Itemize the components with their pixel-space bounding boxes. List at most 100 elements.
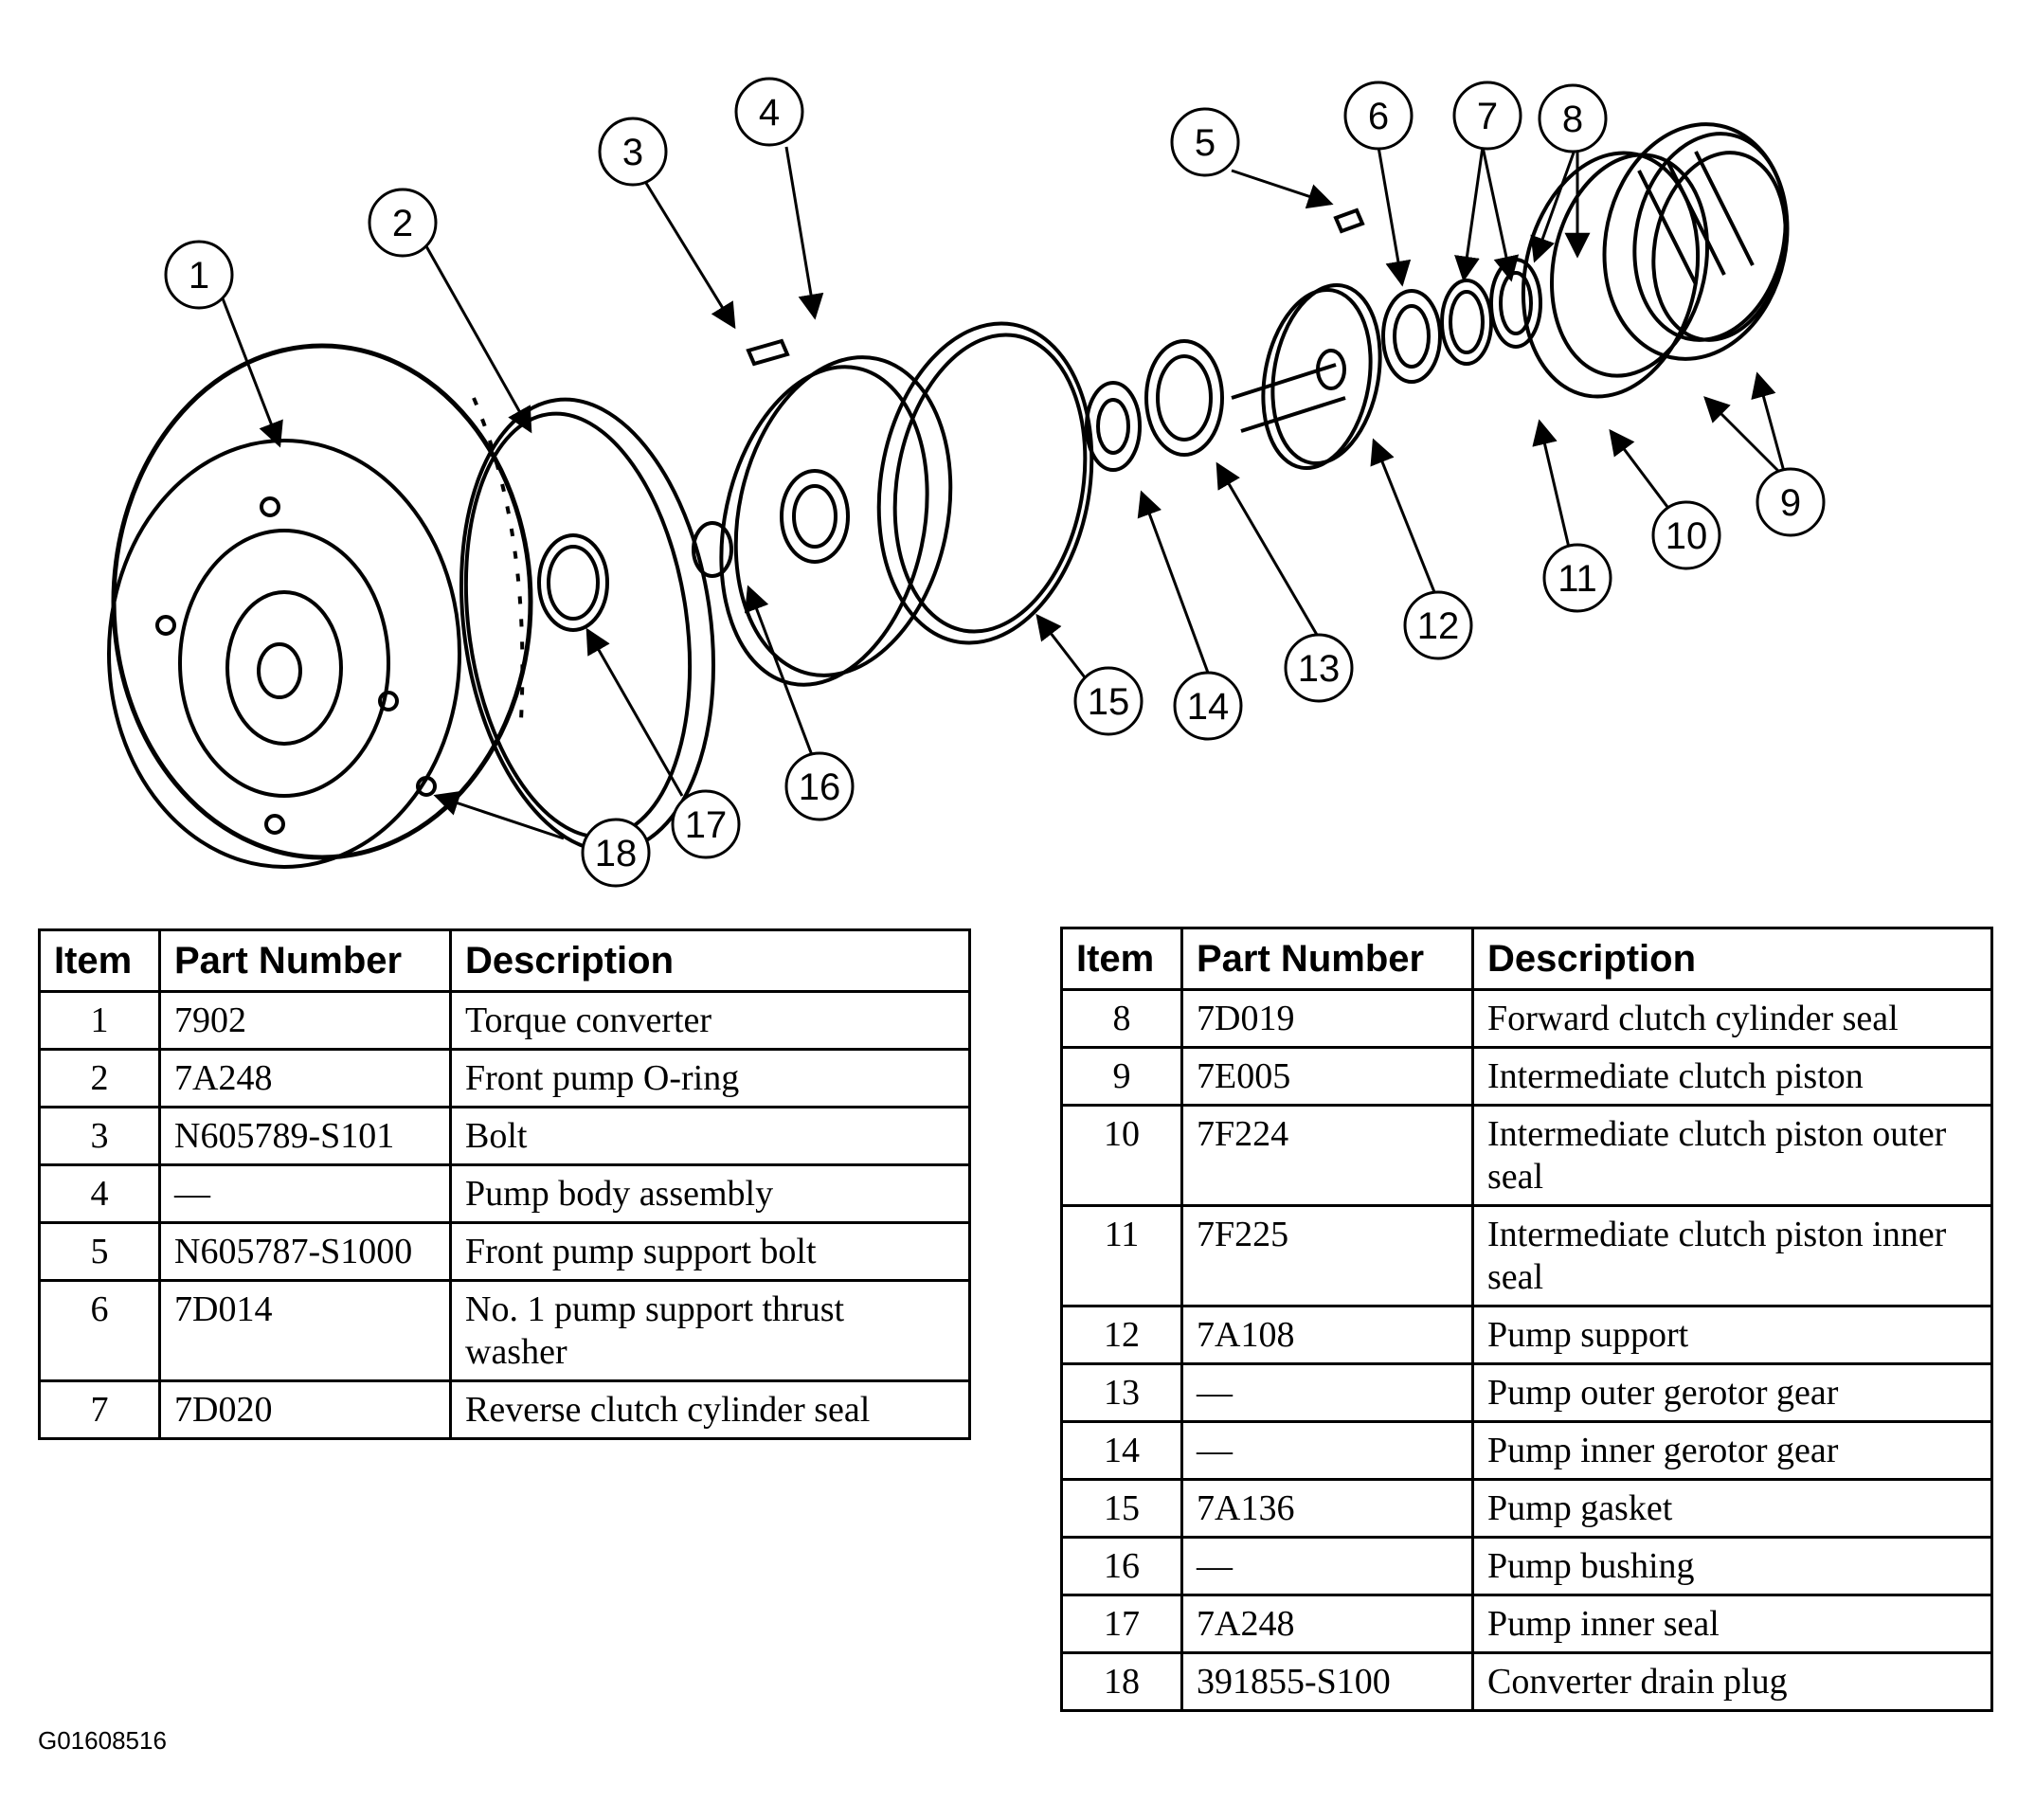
item-cell: 11: [1060, 1204, 1183, 1307]
item-cell: 3: [38, 1106, 161, 1166]
pump-gasket-drawing: [876, 321, 1094, 645]
part-number-cell: 7902: [158, 990, 452, 1051]
table-row: 16—Pump bushing: [1060, 1536, 1993, 1596]
callout-circle-13: [1284, 633, 1354, 703]
header-item: Item: [1060, 927, 1183, 991]
part-number-cell: 7D014: [158, 1279, 452, 1382]
table-header-row: Item Part Number Description: [1060, 927, 1993, 991]
callout-label-5: 5: [1195, 122, 1216, 164]
bolt-drawing: [746, 338, 790, 367]
callout-label-7: 7: [1477, 96, 1498, 137]
callout-circle-15: [1073, 666, 1144, 736]
header-item: Item: [38, 928, 161, 993]
table-row: 14—Pump inner gerotor gear: [1060, 1420, 1993, 1481]
item-cell: 12: [1060, 1305, 1183, 1365]
part-number-cell: —: [1180, 1420, 1474, 1481]
torque-converter-drawing: [107, 343, 533, 869]
description-cell: Pump bushing: [1471, 1536, 1993, 1596]
support-bolt-drawing: [1333, 207, 1365, 234]
item-cell: 14: [1060, 1420, 1183, 1481]
callout-circle-5: [1170, 107, 1240, 177]
callout-label-10: 10: [1666, 515, 1708, 557]
description-cell: Intermediate clutch piston inner seal: [1471, 1204, 1993, 1307]
part-number-cell: 7D019: [1180, 988, 1474, 1049]
item-cell: 1: [38, 990, 161, 1051]
pump-support-drawing: [1231, 282, 1382, 471]
callout-label-13: 13: [1298, 648, 1341, 690]
table-row: 13—Pump outer gerotor gear: [1060, 1362, 1993, 1423]
callout-label-3: 3: [622, 132, 643, 173]
callout-circle-11: [1542, 543, 1612, 613]
description-cell: Bolt: [449, 1106, 971, 1166]
header-description: Description: [1471, 927, 1993, 991]
callout-circle-16: [784, 751, 855, 821]
pump-bushing-drawing: [692, 521, 733, 578]
item-cell: 4: [38, 1163, 161, 1224]
part-number-cell: 7A136: [1180, 1478, 1474, 1539]
description-cell: Torque converter: [449, 990, 971, 1051]
washer-and-seals-drawing: [1381, 258, 1542, 384]
callout-circle-17: [671, 789, 741, 859]
description-cell: No. 1 pump support thrust washer: [449, 1279, 971, 1382]
part-number-cell: —: [1180, 1362, 1474, 1423]
description-cell: Forward clutch cylinder seal: [1471, 988, 1993, 1049]
description-cell: Converter drain plug: [1471, 1651, 1993, 1712]
callout-label-6: 6: [1368, 96, 1389, 137]
callout-label-12: 12: [1417, 605, 1460, 647]
callout-circle-18: [581, 818, 651, 888]
callout-label-4: 4: [759, 92, 780, 134]
description-cell: Pump inner seal: [1471, 1594, 1993, 1654]
callout-label-11: 11: [1558, 558, 1597, 600]
part-number-cell: 7E005: [1180, 1046, 1474, 1107]
description-cell: Pump inner gerotor gear: [1471, 1420, 1993, 1481]
item-cell: 7: [38, 1379, 161, 1440]
item-cell: 18: [1060, 1651, 1183, 1712]
header-part-number: Part Number: [158, 928, 452, 993]
item-cell: 2: [38, 1048, 161, 1108]
callout-label-8: 8: [1562, 99, 1583, 140]
callout-label-9: 9: [1780, 482, 1801, 524]
callout-label-1: 1: [189, 255, 209, 297]
header-part-number: Part Number: [1180, 927, 1474, 991]
item-cell: 13: [1060, 1362, 1183, 1423]
callout-circle-1: [164, 240, 234, 310]
description-cell: Pump support: [1471, 1305, 1993, 1365]
description-cell: Pump body assembly: [449, 1163, 971, 1224]
part-number-cell: —: [158, 1163, 452, 1224]
callout-label-14: 14: [1187, 686, 1230, 728]
gerotor-gears-drawing: [1085, 339, 1224, 472]
description-cell: Intermediate clutch piston: [1471, 1046, 1993, 1107]
callout-label-2: 2: [392, 203, 413, 244]
callout-label-16: 16: [799, 766, 841, 808]
description-cell: Front pump O-ring: [449, 1048, 971, 1108]
pump-body-drawing: [719, 355, 953, 687]
callout-circle-6: [1343, 81, 1414, 151]
table-header-row: Item Part Number Description: [38, 928, 971, 993]
callout-circle-12: [1403, 590, 1473, 660]
table-row: 4—Pump body assembly: [38, 1163, 971, 1224]
part-number-cell: —: [1180, 1536, 1474, 1596]
callout-circle-4: [734, 77, 804, 147]
item-cell: 9: [1060, 1046, 1183, 1107]
part-number-cell: 7A108: [1180, 1305, 1474, 1365]
description-cell: Pump outer gerotor gear: [1471, 1362, 1993, 1423]
part-number-cell: N605789-S101: [158, 1106, 452, 1166]
part-number-cell: 7A248: [158, 1048, 452, 1108]
callout-circle-3: [598, 117, 668, 187]
callout-label-17: 17: [685, 804, 728, 846]
part-number-cell: 7F225: [1180, 1204, 1474, 1307]
